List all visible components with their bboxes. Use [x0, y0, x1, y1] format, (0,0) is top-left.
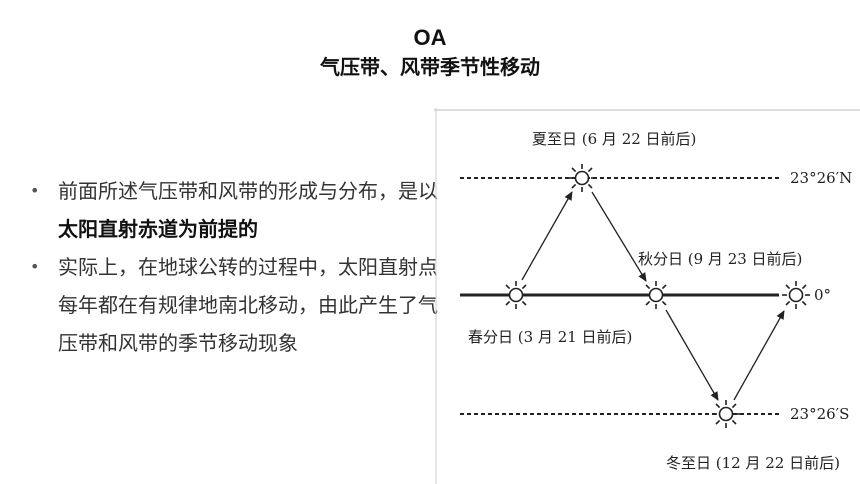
solar-path-diagram: 夏至日 (6 月 22 日前后) 秋分日 (9 月 23 日前后) 春分日 (3…	[434, 108, 860, 484]
bullet-item-1: • 前面所述气压带和风带的形成与分布，是以太阳直射赤道为前提的	[30, 172, 440, 248]
bullet-list: • 前面所述气压带和风带的形成与分布，是以太阳直射赤道为前提的 • 实际上，在地…	[30, 172, 440, 362]
sun-next-spring-icon	[781, 280, 811, 310]
sun-summer-icon	[567, 163, 597, 193]
sun-autumn-icon	[641, 280, 671, 310]
arrow-winter-to-spring	[733, 310, 785, 401]
page-subtitle: 气压带、风带季节性移动	[320, 55, 540, 79]
label-lat-equator: 0°	[814, 286, 831, 304]
arrow-autumn-to-winter	[665, 309, 719, 401]
page-title: OA	[413, 25, 447, 50]
label-lat-north: 23°26′N	[790, 169, 852, 187]
label-winter-solstice: 冬至日 (12 月 22 日前后)	[666, 454, 840, 472]
label-autumn-equinox: 秋分日 (9 月 23 日前后)	[638, 250, 802, 268]
label-spring-equinox: 春分日 (3 月 21 日前后)	[468, 328, 632, 346]
title-block: OA 气压带、风带季节性移动	[0, 24, 860, 82]
bullet-1-text: 前面所述气压带和风带的形成与分布，是以	[58, 179, 438, 203]
bullet-2-text: 实际上，在地球公转的过程中，太阳直射点每年都在有规律地南北移动，由此产生了气压带…	[58, 255, 438, 355]
diagram-svg: 夏至日 (6 月 22 日前后) 秋分日 (9 月 23 日前后) 春分日 (3…	[434, 108, 860, 484]
arrow-spring-to-summer	[521, 191, 573, 281]
arrow-summer-to-autumn	[591, 191, 647, 282]
label-summer-solstice: 夏至日 (6 月 22 日前后)	[532, 130, 696, 148]
bullet-item-2: • 实际上，在地球公转的过程中，太阳直射点每年都在有规律地南北移动，由此产生了气…	[30, 248, 440, 362]
label-lat-south: 23°26′S	[790, 405, 849, 423]
sun-winter-icon	[711, 399, 741, 429]
bullet-dot: •	[30, 257, 40, 276]
sun-spring-icon	[501, 280, 531, 310]
bullet-dot: •	[30, 181, 40, 200]
bullet-1-emphasis: 太阳直射赤道为前提的	[58, 217, 258, 241]
